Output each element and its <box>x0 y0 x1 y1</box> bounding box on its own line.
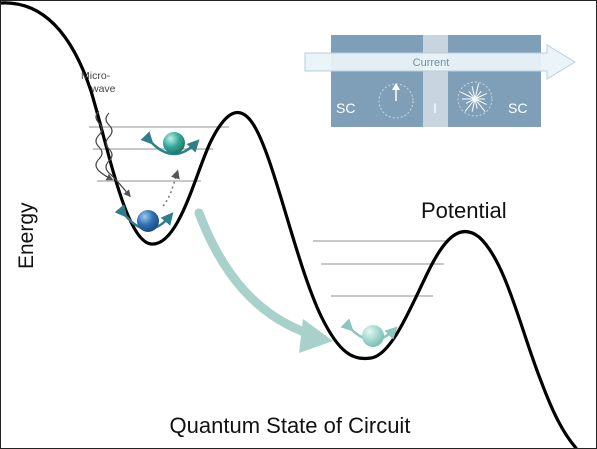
tunneling-arrow <box>194 208 333 353</box>
potential-curve <box>1 1 578 448</box>
microwave-squiggle-icon <box>95 110 131 198</box>
excited-state-ball <box>140 131 200 156</box>
insulator-label: I <box>433 100 437 116</box>
decay-dotted-arrow <box>162 169 180 207</box>
current-label: Current <box>413 57 450 69</box>
x-axis-label: Quantum State of Circuit <box>170 413 411 438</box>
phase-circle-single-icon <box>378 83 414 119</box>
potential-label: Potential <box>421 198 507 223</box>
tunneled-state-ball <box>340 318 398 347</box>
microwave-label-line1: Micro- <box>81 70 111 82</box>
microwave-label-line2: wave <box>90 83 116 95</box>
sc-right-label: SC <box>508 100 527 116</box>
energy-axis-label: Energy <box>15 202 38 269</box>
phase-circle-spread-icon <box>457 81 493 117</box>
ground-state-ball <box>114 204 174 232</box>
insulator-bar <box>423 35 448 127</box>
sc-left-label: SC <box>336 100 355 116</box>
josephson-junction: Current SC I SC <box>304 35 576 127</box>
current-arrow <box>304 44 576 80</box>
